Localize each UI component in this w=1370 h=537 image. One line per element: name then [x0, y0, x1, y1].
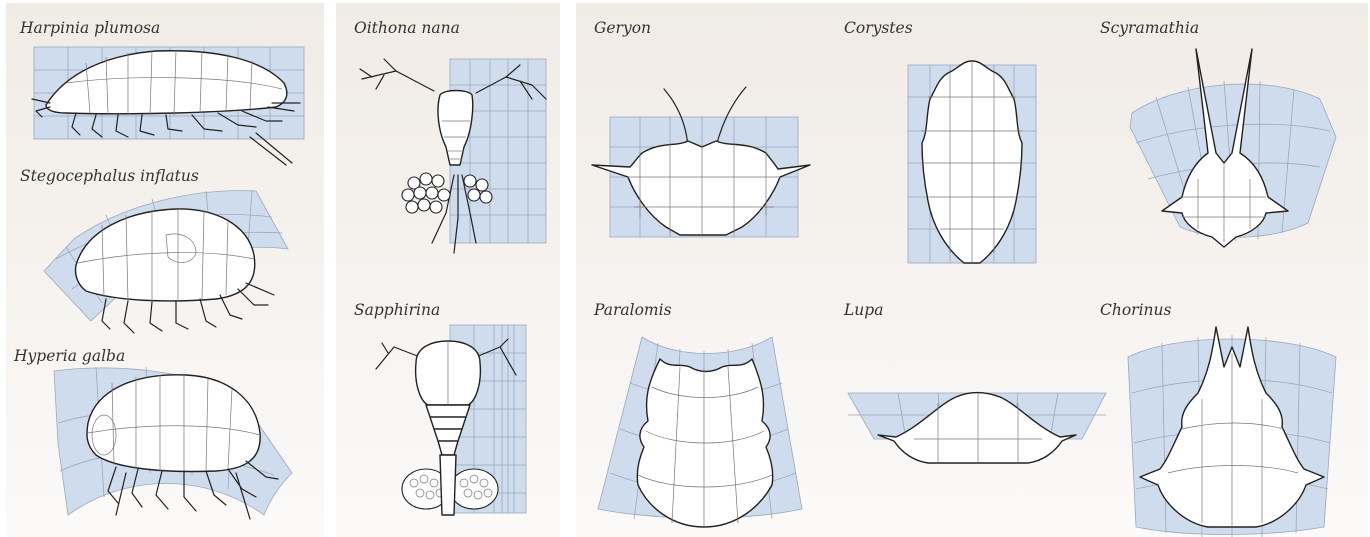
- crab-panel: Geryon Corystes Scyramathia Paralomis Lu…: [576, 3, 1368, 537]
- amphipod-panel: Harpinia plumosa Stegocephalus inflatus: [6, 3, 324, 537]
- chorinus-figure: [576, 3, 1368, 537]
- sapphirina-figure: [336, 3, 560, 537]
- copepod-panel: Oithona nana Sapphirina: [336, 3, 560, 537]
- hyperia-galba-figure: [6, 3, 324, 537]
